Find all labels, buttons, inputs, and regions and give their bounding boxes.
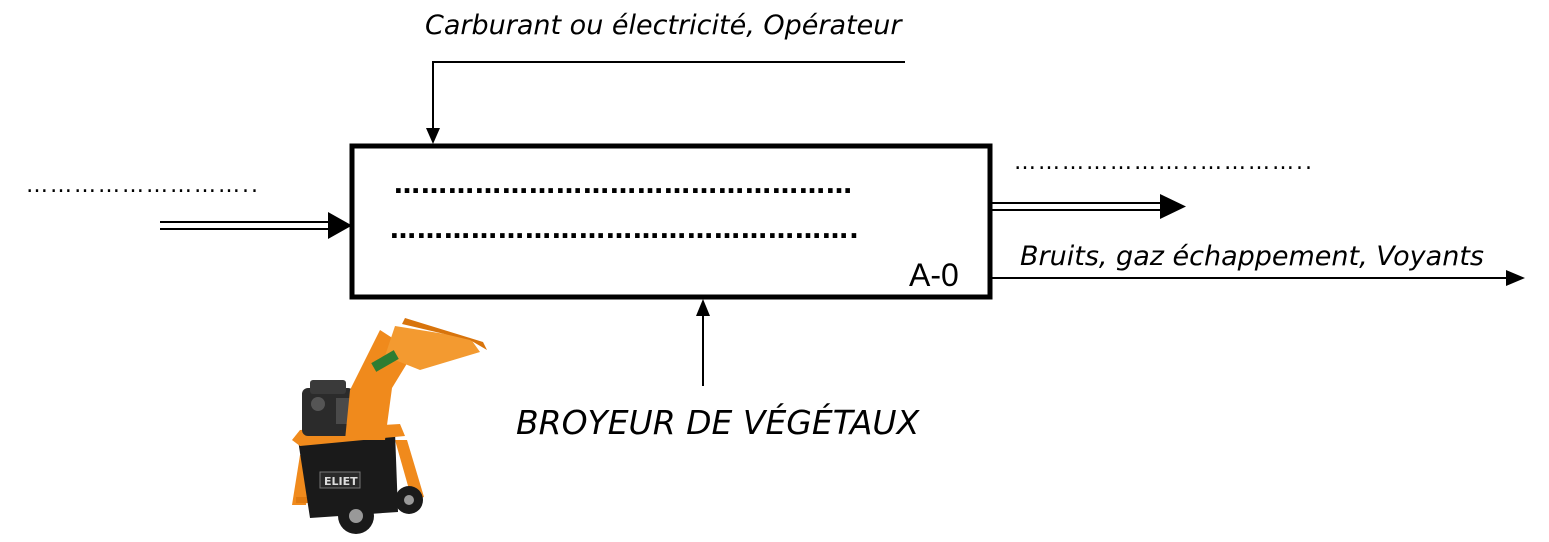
control-label: Carburant ou électricité, Opérateur bbox=[425, 10, 902, 41]
main-output-arrow bbox=[992, 194, 1186, 219]
secondary-output-label: Bruits, gaz échappement, Voyants bbox=[1020, 241, 1484, 272]
function-box bbox=[349, 143, 993, 300]
main-output-placeholder: …………………..………….. bbox=[1014, 150, 1314, 175]
chipper-brand-text: ELIET bbox=[324, 475, 358, 488]
wood-chipper-image: ELIET bbox=[292, 318, 487, 534]
function-placeholder-line-1: …………………………………………… bbox=[394, 170, 853, 200]
node-id: A-0 bbox=[909, 257, 959, 293]
secondary-output-arrow bbox=[992, 270, 1525, 286]
control-arrow bbox=[426, 61, 905, 144]
input-arrow bbox=[160, 212, 352, 239]
input-placeholder: ……………………….. bbox=[26, 173, 260, 198]
mechanism-label: BROYEUR DE VÉGÉTAUX bbox=[516, 403, 920, 442]
function-placeholder-line-2: ……………………………………………. bbox=[390, 215, 860, 245]
mechanism-arrow bbox=[696, 299, 710, 386]
